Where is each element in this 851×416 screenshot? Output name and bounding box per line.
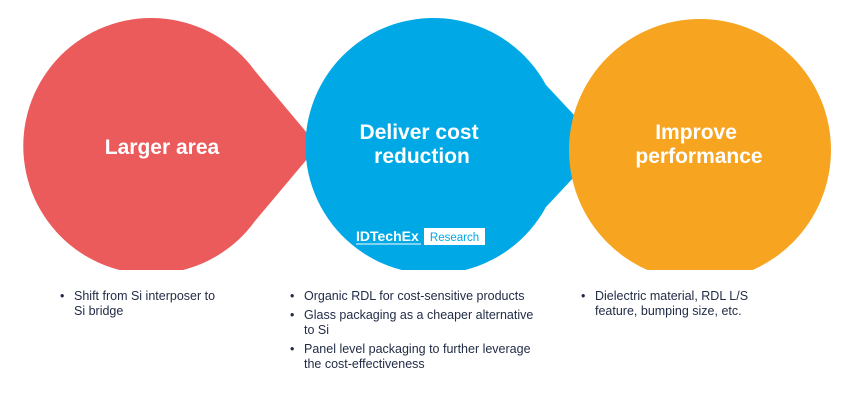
shape-larger-area	[23, 18, 318, 270]
list-item: Glass packaging as a cheaper alternative…	[290, 308, 540, 338]
logo-tag: Research	[430, 232, 479, 244]
title-larger-area: Larger area	[105, 136, 220, 159]
title-performance: Improve performance	[635, 121, 762, 168]
shape-cost-reduction	[305, 18, 603, 270]
shape-performance	[569, 19, 831, 270]
bullets-cost-reduction: Organic RDL for cost-sensitive products …	[290, 289, 540, 376]
list-item: Organic RDL for cost-sensitive products	[290, 289, 540, 304]
process-diagram: Larger area Deliver cost reduction Impro…	[23, 18, 831, 270]
title-cost-reduction: Deliver cost reduction	[360, 121, 485, 168]
list-item: Shift from Si interposer to Si bridge	[60, 289, 225, 319]
list-item: Panel level packaging to further leverag…	[290, 342, 540, 372]
list-item: Dielectric material, RDL L/S feature, bu…	[581, 289, 751, 319]
logo-brand: IDTechEx	[356, 228, 419, 244]
bullets-performance: Dielectric material, RDL L/S feature, bu…	[581, 289, 751, 323]
bullets-larger-area: Shift from Si interposer to Si bridge	[60, 289, 225, 323]
logo-tag-box	[424, 228, 485, 245]
idtechex-logo: IDTechEx Research	[356, 228, 485, 245]
